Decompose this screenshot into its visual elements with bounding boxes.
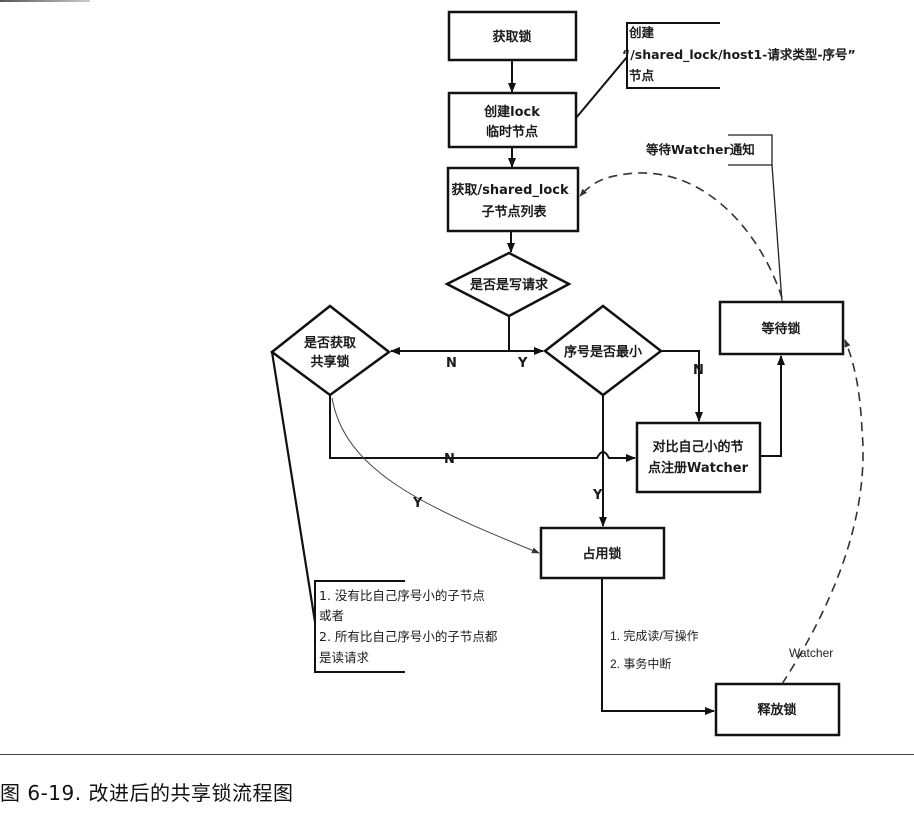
- annotation-create-path-line2: “/shared_lock/host1-请求类型-序号”: [622, 47, 856, 63]
- annotation-release-reason-line1: 1. 完成读/写操作: [610, 628, 699, 643]
- annotation-release-reason-line2: 2. 事务中断: [610, 656, 671, 671]
- edge-label-write-no: N: [446, 356, 457, 371]
- annotation-share-condition: 1. 没有比自己序号小的子节点 或者 2. 所有比自己序号小的子节点都 是读请求: [270, 351, 498, 673]
- node-release-lock: 释放锁: [714, 682, 841, 737]
- edge-label-share-no: N: [444, 452, 455, 467]
- node-register-watcher-line1: 对比自己小的节: [652, 439, 743, 455]
- edge-label-share-yes: Y: [412, 496, 423, 511]
- annotation-share-condition-line4: 是读请求: [319, 650, 370, 665]
- decision-is-smallest: 序号是否最小: [542, 304, 664, 397]
- edge-release-watcher-dashed: [781, 339, 864, 685]
- edge-label-smallest-no: N: [693, 363, 704, 378]
- annotation-wait-notify-text: 等待Watcher通知: [645, 142, 755, 157]
- edge-share-no: [329, 395, 636, 462]
- decision-is-write-label: 是否是写请求: [469, 277, 549, 293]
- node-get-children-line2: 子节点列表: [481, 204, 547, 220]
- edge-register-to-wait: [760, 355, 785, 457]
- caption-divider: [0, 754, 914, 755]
- annotation-share-condition-line3: 2. 所有比自己序号小的子节点都: [319, 629, 498, 644]
- node-occupy-lock-label: 占用锁: [582, 546, 621, 562]
- annotation-wait-notify: 等待Watcher通知: [645, 134, 783, 303]
- edge-label-write-yes: Y: [517, 356, 528, 371]
- decision-can-share: 是否获取 共享锁: [269, 304, 392, 397]
- node-occupy-lock: 占用锁: [539, 526, 666, 580]
- node-wait-lock-label: 等待锁: [760, 321, 800, 337]
- edge-occupy-to-release: [601, 578, 715, 715]
- node-create-node-line1: 创建lock: [483, 104, 540, 120]
- decision-is-smallest-label: 序号是否最小: [564, 344, 642, 360]
- annotation-create-path: 创建 “/shared_lock/host1-请求类型-序号” 节点: [575, 22, 856, 119]
- annotation-release-reason: 1. 完成读/写操作 2. 事务中断: [610, 628, 699, 671]
- node-acquire-lock-label: 获取锁: [492, 29, 531, 45]
- top-rule: [0, 0, 90, 2]
- edge-share-yes: [331, 397, 540, 554]
- annotation-create-path-line3: 节点: [629, 68, 655, 83]
- edge-smallest-no: [661, 350, 703, 422]
- node-wait-lock: 等待锁: [718, 300, 845, 356]
- annotation-share-condition-line2: 或者: [319, 608, 344, 623]
- node-create-node: 创建lock 临时节点: [447, 91, 578, 149]
- decision-is-write: 是否是写请求: [444, 251, 572, 318]
- decision-can-share-line1: 是否获取: [303, 335, 357, 351]
- node-acquire-lock: 获取锁: [447, 10, 578, 62]
- figure-caption: 图 6-19. 改进后的共享锁流程图: [0, 781, 294, 805]
- node-get-children-line1: 获取/shared_lock: [451, 182, 569, 198]
- node-get-children: 获取/shared_lock 子节点列表: [446, 166, 580, 233]
- node-register-watcher-line2: 点注册Watcher: [648, 460, 749, 476]
- annotation-share-condition-line1: 1. 没有比自己序号小的子节点: [319, 588, 485, 603]
- annotation-create-path-line1: 创建: [628, 25, 655, 40]
- edge-label-smallest-yes: Y: [592, 488, 603, 503]
- annotation-watcher-label: Watcher: [789, 646, 833, 660]
- node-release-lock-label: 释放锁: [757, 702, 796, 718]
- node-create-node-line2: 临时节点: [486, 124, 538, 140]
- node-register-watcher: 对比自己小的节 点注册Watcher: [635, 421, 762, 494]
- edge-wait-notify-dashed: [579, 172, 783, 299]
- decision-can-share-line2: 共享锁: [310, 354, 349, 370]
